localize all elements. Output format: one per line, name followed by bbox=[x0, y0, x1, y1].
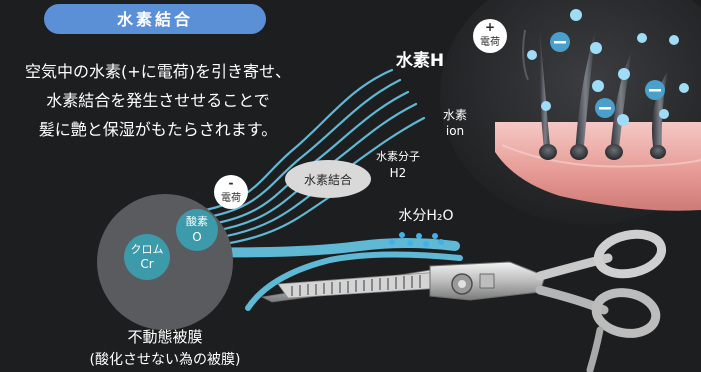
passive-film-sublabel: (酸化させない為の被膜) bbox=[90, 352, 241, 368]
oxygen-symbol: O bbox=[192, 230, 201, 244]
water-stream bbox=[190, 238, 460, 258]
water-label: 水分H₂O bbox=[398, 208, 453, 224]
hydrogen-molecule-label-2: H2 bbox=[390, 166, 407, 180]
description-line-3: 髪に艶と保湿がもたらされます。 bbox=[39, 120, 277, 139]
plus-charge-sign: + bbox=[485, 20, 495, 34]
water-droplets bbox=[389, 232, 444, 247]
oxygen-label: 酸素 bbox=[186, 214, 208, 228]
hydrogen-ion-label-2: ion bbox=[446, 124, 464, 138]
minus-charge-text: 電荷 bbox=[221, 192, 241, 204]
oxygen-element: 酸素 O bbox=[176, 209, 218, 251]
chrome-element: クロム Cr bbox=[124, 234, 170, 280]
page-title: 水素結合 bbox=[117, 10, 193, 29]
minus-charge-sign: - bbox=[229, 176, 234, 190]
hydrogen-molecule-label-1: 水素分子 bbox=[376, 150, 420, 163]
description-text: 空気中の水素(+に電荷)を引き寄せ、 水素結合を発生させせることで 髪に艶と保湿… bbox=[25, 62, 291, 139]
hydrogen-label: 水素H bbox=[396, 50, 444, 71]
surface-stream bbox=[245, 251, 463, 311]
minus-ion-icon bbox=[595, 98, 615, 118]
minus-charge-badge: - 電荷 bbox=[214, 175, 248, 209]
chrome-symbol: Cr bbox=[140, 257, 153, 271]
negative-ion-dots bbox=[550, 32, 665, 118]
hydrogen-streams bbox=[203, 68, 426, 247]
hydrogen-bond-label: 水素結合 bbox=[304, 172, 352, 187]
thinning-scissors-icon bbox=[260, 229, 667, 372]
hydrogen-ion-label-1: 水素 bbox=[443, 108, 467, 122]
header-pill: 水素結合 bbox=[44, 4, 266, 34]
description-line-2: 水素結合を発生させせることで bbox=[46, 91, 270, 110]
chrome-label: クロム bbox=[131, 243, 164, 256]
hydrogen-ion-dots bbox=[527, 9, 689, 126]
minus-ion-icon bbox=[645, 80, 665, 100]
hydrogen-bond-bubble: 水素結合 bbox=[285, 160, 371, 198]
description-line-1: 空気中の水素(+に電荷)を引き寄せ、 bbox=[25, 62, 291, 81]
plus-charge-text: 電荷 bbox=[480, 36, 500, 48]
plus-charge-badge: + 電荷 bbox=[473, 19, 507, 53]
minus-ion-icon bbox=[550, 32, 570, 52]
passive-film-label: 不動態被膜 bbox=[127, 328, 202, 346]
